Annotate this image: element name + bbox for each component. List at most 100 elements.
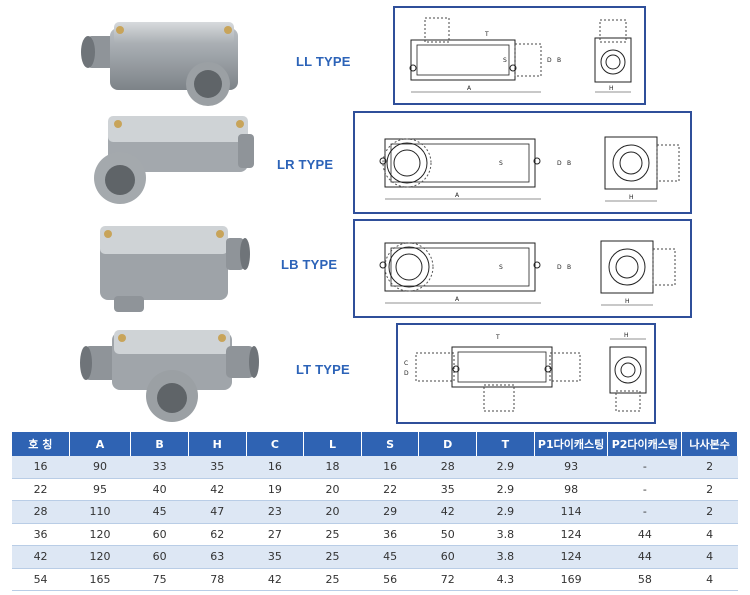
type-label-lr: LR TYPE [277, 157, 334, 172]
table-cell: 58 [607, 568, 682, 591]
dim-c-label: C [404, 360, 408, 367]
table-cell: 110 [69, 500, 131, 524]
col-header-threads: 나사본수 [681, 432, 738, 456]
dim-s-label: S [499, 264, 503, 271]
dim-a-label: A [455, 296, 460, 303]
table-cell: 42 [246, 568, 304, 591]
table-cell: 42 [188, 478, 247, 501]
table-cell: 2 [681, 456, 738, 479]
table-cell: 2.9 [476, 478, 535, 501]
lt-type-photo [80, 330, 259, 422]
table-cell: 2.9 [476, 456, 535, 479]
dim-b-label: B [567, 160, 571, 167]
dim-a-label: A [467, 85, 472, 92]
col-header-size: 호 칭 [12, 432, 70, 456]
table-cell: 45 [361, 545, 419, 569]
spec-table: 호 칭 A B H C L S D T P1다이캐스팅 P2다이캐스팅 나사본수… [12, 432, 738, 591]
table-cell: 19 [246, 478, 304, 501]
table-cell: 40 [130, 478, 189, 501]
dim-d-label: D [404, 370, 409, 377]
dim-t-label: T [495, 334, 500, 341]
table-cell: 36 [361, 523, 419, 546]
ll-type-photo [81, 22, 238, 106]
type-label-ll: LL TYPE [296, 54, 351, 69]
table-cell: 54 [12, 568, 70, 591]
col-header-l: L [303, 432, 362, 456]
dim-s-label: S [499, 160, 503, 167]
table-cell: 20 [303, 500, 362, 524]
dim-h-label: H [624, 332, 629, 339]
table-cell: 27 [246, 523, 304, 546]
table-cell: 60 [418, 545, 477, 569]
table-cell: 120 [69, 523, 131, 546]
table-cell: 25 [303, 523, 362, 546]
col-header-p1: P1다이캐스팅 [534, 432, 609, 456]
table-cell: 124 [534, 523, 608, 546]
col-header-s: S [361, 432, 420, 456]
lr-type-photo [94, 116, 254, 204]
table-cell: 35 [418, 478, 477, 501]
table-cell: 60 [130, 545, 189, 569]
table-row: 16 90 33 35 16 18 16 28 2.9 93 - 2 [12, 456, 738, 479]
table-cell: 44 [607, 523, 682, 546]
table-cell: 35 [246, 545, 304, 569]
dim-s-label: S [503, 57, 507, 64]
table-cell: - [607, 456, 682, 479]
table-cell: 75 [130, 568, 189, 591]
table-cell: 63 [188, 545, 247, 569]
table-cell: 28 [12, 500, 70, 524]
table-cell: 18 [303, 456, 362, 479]
lr-type-drawing: A S D B H [353, 111, 692, 214]
col-header-a: A [69, 432, 132, 456]
type-label-lb: LB TYPE [281, 257, 338, 272]
table-cell: 4 [681, 545, 738, 569]
dim-b-label: B [557, 57, 561, 64]
type-label-lt: LT TYPE [296, 362, 350, 377]
table-cell: 60 [130, 523, 189, 546]
table-cell: 62 [188, 523, 247, 546]
table-cell: 114 [534, 500, 608, 524]
table-cell: 78 [188, 568, 247, 591]
lb-type-drawing: A S D B H [353, 219, 692, 318]
table-cell: 29 [361, 500, 419, 524]
table-cell: 3.8 [476, 545, 535, 569]
table-cell: 4 [681, 523, 738, 546]
table-cell: 93 [534, 456, 608, 479]
table-cell: 42 [12, 545, 70, 569]
table-cell: 2 [681, 478, 738, 501]
table-cell: 45 [130, 500, 189, 524]
table-cell: 165 [69, 568, 131, 591]
table-cell: 4.3 [476, 568, 535, 591]
lt-type-drawing: T C D H [396, 323, 656, 424]
dim-b-label: B [567, 264, 571, 271]
table-cell: 72 [418, 568, 477, 591]
dim-d-label: D [557, 160, 562, 167]
table-cell: 4 [681, 568, 738, 591]
table-cell: 98 [534, 478, 608, 501]
dim-a-label: A [455, 192, 460, 199]
col-header-p2: P2다이캐스팅 [607, 432, 683, 456]
spec-table-header-row: 호 칭 A B H C L S D T P1다이캐스팅 P2다이캐스팅 나사본수 [12, 432, 738, 456]
col-header-c: C [246, 432, 305, 456]
table-cell: 169 [534, 568, 608, 591]
table-cell: 50 [418, 523, 477, 546]
table-row: 54 165 75 78 42 25 56 72 4.3 169 58 4 [12, 568, 738, 591]
table-cell: 25 [303, 545, 362, 569]
table-cell: 90 [69, 456, 131, 479]
dim-t-label: T [484, 31, 489, 38]
table-row: 22 95 40 42 19 20 22 35 2.9 98 - 2 [12, 478, 738, 501]
table-cell: 16 [12, 456, 70, 479]
col-header-d: D [418, 432, 478, 456]
table-cell: 2 [681, 500, 738, 524]
table-cell: - [607, 478, 682, 501]
col-header-t: T [476, 432, 535, 456]
table-cell: 20 [303, 478, 362, 501]
dim-h-label: H [629, 194, 634, 201]
table-cell: 44 [607, 545, 682, 569]
table-cell: 16 [361, 456, 419, 479]
table-cell: 3.8 [476, 523, 535, 546]
table-row: 36 120 60 62 27 25 36 50 3.8 124 44 4 [12, 523, 738, 546]
table-row: 42 120 60 63 35 25 45 60 3.8 124 44 4 [12, 545, 738, 569]
table-cell: 2.9 [476, 500, 535, 524]
table-cell: 33 [130, 456, 189, 479]
